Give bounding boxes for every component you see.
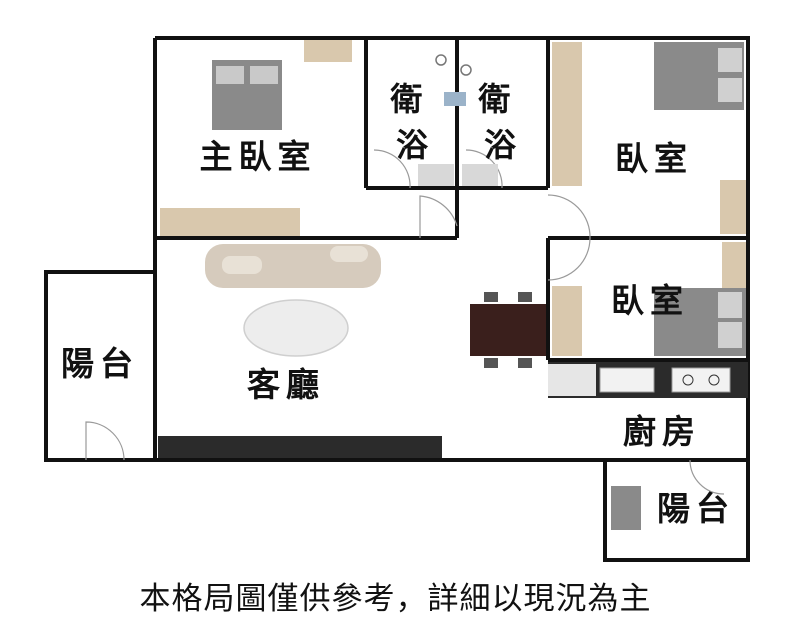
room-label-bedroom-1: 臥室: [615, 139, 693, 178]
doors: [85, 149, 725, 495]
kitchen-counter: [548, 362, 748, 398]
sofa: [205, 244, 381, 288]
room-label-bedroom-2: 臥室: [611, 281, 689, 320]
room-label-master-bedroom: 主臥室: [200, 137, 317, 176]
master-bed: [212, 60, 282, 130]
bath-fixtures: [418, 54, 498, 186]
dining-set: [470, 292, 546, 368]
bedroom1-bed: [654, 42, 744, 110]
bathroom2-char-2: 浴: [484, 126, 517, 164]
bathroom1-char-1: 衛: [389, 80, 422, 118]
tv-cabinet: [158, 436, 442, 458]
room-label-balcony-right: 陽台: [657, 489, 735, 528]
coffee-table: [243, 299, 349, 357]
room-label-bathroom-2: 衛 浴: [477, 80, 521, 164]
bedroom2-bed: [654, 288, 746, 356]
bathroom2-char-1: 衛: [477, 80, 510, 118]
bathroom1-char-2: 浴: [396, 126, 429, 164]
walls: [44, 36, 750, 562]
washer: [611, 486, 641, 530]
master-wardrobe: [160, 208, 300, 236]
room-label-living-room: 客廳: [247, 365, 325, 404]
bedroom2-desk: [722, 242, 746, 292]
bedroom1-desk: [720, 180, 746, 234]
bedroom1-wardrobe: [552, 42, 582, 186]
bedroom2-wardrobe: [552, 286, 582, 356]
disclaimer-caption: 本格局圖僅供參考，詳細以現況為主: [139, 581, 652, 617]
room-label-balcony-left: 陽台: [61, 344, 139, 383]
master-desk: [304, 40, 352, 62]
room-label-kitchen: 廚房: [623, 412, 701, 451]
room-label-bathroom-1: 衛 浴: [389, 80, 433, 164]
